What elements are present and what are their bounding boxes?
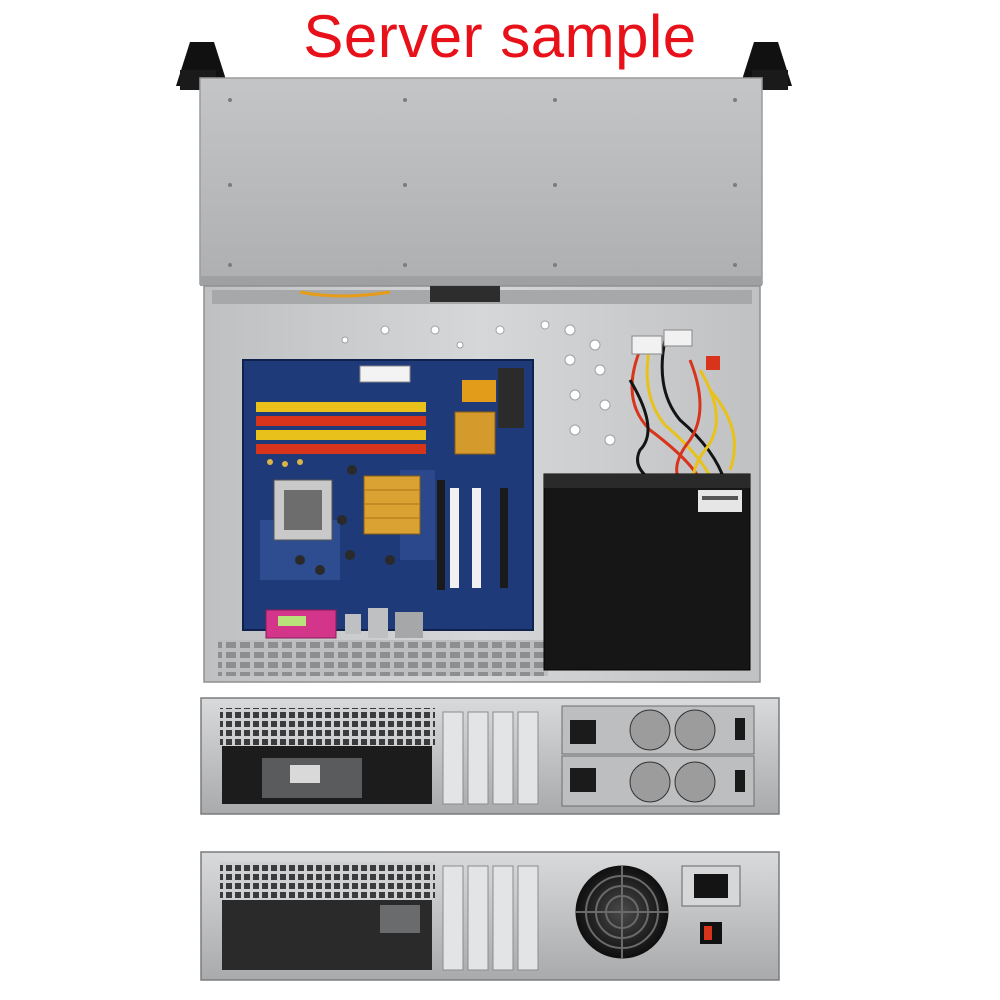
psu-connectors xyxy=(631,329,720,370)
motherboard xyxy=(242,359,534,639)
page-title: Server sample xyxy=(303,3,697,70)
chassis-lid xyxy=(199,77,763,286)
power-supply-unit xyxy=(543,473,751,671)
rear-panel-single-psu xyxy=(200,851,780,981)
rear-panel-redundant-psu xyxy=(200,697,780,815)
psu-cables xyxy=(628,339,736,487)
